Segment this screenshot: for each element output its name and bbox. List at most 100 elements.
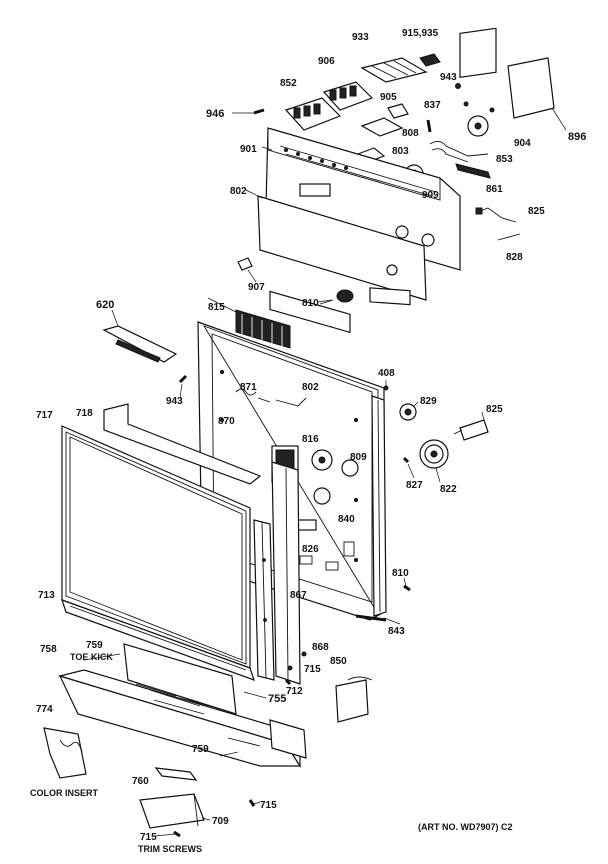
part-808-plate xyxy=(360,117,404,137)
part-620-bracket xyxy=(102,325,178,363)
captions: TOE KICK COLOR INSERT TRIM SCREWS (ART N… xyxy=(30,652,513,854)
label-868: 868 xyxy=(312,642,329,653)
label-826: 826 xyxy=(302,544,319,555)
label-715-b: 715 xyxy=(260,800,277,811)
part-861-lever xyxy=(455,163,491,179)
part-825-bracket xyxy=(453,419,489,441)
part-number-labels: 933 915,935 906 852 943 946 905 837 896 … xyxy=(36,28,586,843)
label-713: 713 xyxy=(38,590,55,601)
label-909: 909 xyxy=(422,190,439,201)
label-840: 840 xyxy=(338,514,355,525)
label-802: 802 xyxy=(230,186,247,197)
label-853: 853 xyxy=(496,154,513,165)
label-904: 904 xyxy=(514,138,531,149)
part-816-vertical-strip xyxy=(271,461,301,685)
part-774-color-insert xyxy=(43,727,87,779)
label-825-mid: 825 xyxy=(486,404,503,415)
label-843: 843 xyxy=(388,626,405,637)
part-718-panel xyxy=(103,403,262,485)
label-850: 850 xyxy=(330,656,347,667)
label-759-a: 759 xyxy=(86,640,103,651)
part-755 xyxy=(269,719,307,759)
label-803: 803 xyxy=(392,146,409,157)
label-718: 718 xyxy=(76,408,93,419)
label-907: 907 xyxy=(248,282,265,293)
part-850-plate xyxy=(335,676,373,723)
leader-lines xyxy=(83,107,567,837)
part-717-door-panel xyxy=(61,425,251,669)
label-802-mid: 802 xyxy=(302,382,319,393)
label-810-top: 810 xyxy=(302,298,319,309)
part-825-connector xyxy=(475,207,517,223)
label-408: 408 xyxy=(378,368,395,379)
control-panel-assembly xyxy=(253,27,555,334)
label-822: 822 xyxy=(440,484,457,495)
label-870: 870 xyxy=(218,416,235,427)
label-946: 946 xyxy=(206,108,224,120)
label-943-mid: 943 xyxy=(166,396,183,407)
part-713-trim xyxy=(61,599,255,681)
label-809: 809 xyxy=(350,452,367,463)
part-896-label-sheet xyxy=(507,57,555,119)
part-829-bearing xyxy=(399,403,417,421)
label-715-a: 715 xyxy=(304,664,321,675)
label-837: 837 xyxy=(424,100,441,111)
caption-trim-screws: TRIM SCREWS xyxy=(138,844,202,854)
label-915-935: 915,935 xyxy=(402,28,439,39)
label-620: 620 xyxy=(96,299,114,311)
part-915-935-block xyxy=(419,53,441,67)
part-709-channel xyxy=(139,793,205,829)
part-810-knob xyxy=(319,289,354,305)
part-946-screw xyxy=(253,108,265,115)
part-901-console xyxy=(265,127,461,271)
label-943-top: 943 xyxy=(440,72,457,83)
part-712 xyxy=(284,678,292,686)
caption-color-insert: COLOR INSERT xyxy=(30,788,99,798)
label-906: 906 xyxy=(318,56,335,67)
label-896: 896 xyxy=(568,131,586,143)
label-829: 829 xyxy=(420,396,437,407)
part-760-bracket xyxy=(154,767,198,781)
label-901: 901 xyxy=(240,144,257,155)
part-408-screw xyxy=(383,385,389,391)
part-943-screw-mid xyxy=(178,374,188,384)
label-828: 828 xyxy=(506,252,523,263)
label-871: 871 xyxy=(240,382,257,393)
part-715-screw-c xyxy=(173,830,181,838)
part-837-screw xyxy=(426,119,432,133)
label-808: 808 xyxy=(402,128,419,139)
label-758: 758 xyxy=(40,644,57,655)
part-802-face-plate xyxy=(257,195,427,334)
label-852: 852 xyxy=(280,78,297,89)
part-868-screw xyxy=(301,651,307,657)
part-715-screw-a xyxy=(287,665,293,671)
part-907-clip xyxy=(237,257,253,271)
label-712: 712 xyxy=(286,686,303,697)
label-816: 816 xyxy=(302,434,319,445)
label-825-top: 825 xyxy=(528,206,545,217)
label-717: 717 xyxy=(36,410,53,421)
part-867-side-strip xyxy=(253,519,275,681)
caption-toe-kick: TOE KICK xyxy=(70,652,113,662)
toe-kick-assembly xyxy=(43,643,373,838)
label-861: 861 xyxy=(486,184,503,195)
label-815: 815 xyxy=(208,302,225,313)
part-715-screw-b xyxy=(248,799,256,807)
part-810-screw xyxy=(403,584,411,592)
label-774: 774 xyxy=(36,704,53,715)
part-905 xyxy=(387,103,409,119)
label-905: 905 xyxy=(380,92,397,103)
label-715-c: 715 xyxy=(140,832,157,843)
outer-door-assembly xyxy=(61,403,301,685)
caption-art-number: (ART NO. WD7907) C2 xyxy=(418,822,513,832)
part-904-timer xyxy=(459,27,497,137)
part-822-gear xyxy=(419,439,449,469)
label-759-b: 759 xyxy=(192,744,209,755)
part-852-switch-block xyxy=(284,97,342,131)
part-943-screw xyxy=(455,83,461,89)
label-760: 760 xyxy=(132,776,149,787)
part-906-switch-block xyxy=(322,81,374,111)
label-755: 755 xyxy=(268,693,286,705)
part-815-vent xyxy=(235,309,291,349)
part-853-bracket xyxy=(429,141,489,163)
